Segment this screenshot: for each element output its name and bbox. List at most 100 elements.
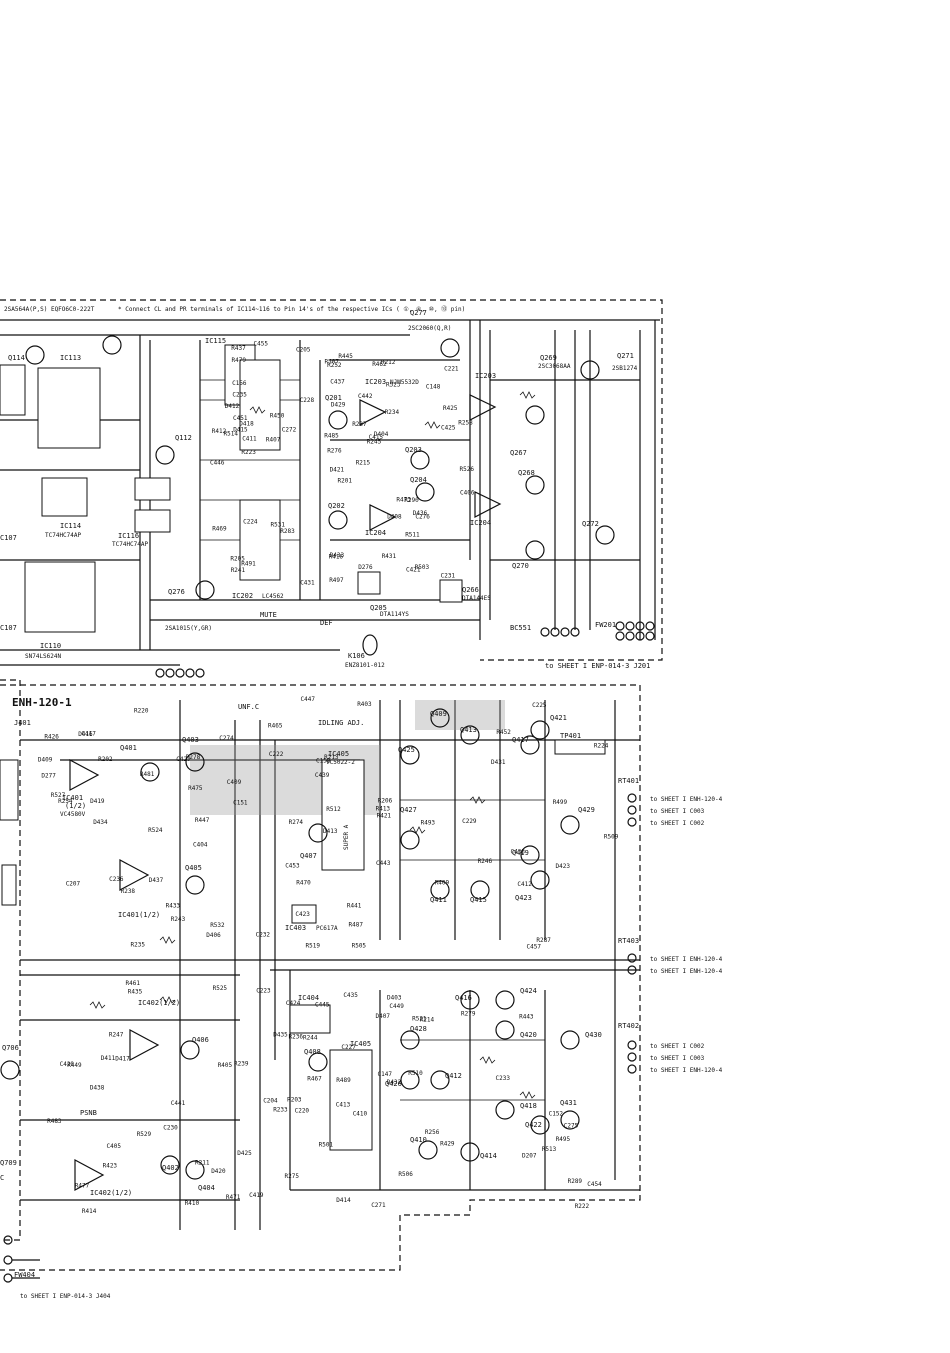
svg-text:Q423: Q423: [515, 894, 532, 902]
svg-text:Q414: Q414: [480, 1152, 497, 1160]
component-ref: C411: [242, 436, 257, 443]
svg-text:Q205: Q205: [370, 604, 387, 612]
svg-text:Q421: Q421: [550, 714, 567, 722]
transistors-upper: Q114 Q112 Q201 Q202 Q203 Q204 Q277 2SC20…: [8, 309, 638, 632]
component-ref: R489: [336, 1077, 351, 1084]
component-ref: R283: [280, 528, 295, 535]
rt402-ref-2: to SHEET I C003: [650, 1055, 705, 1062]
component-ref: C449: [389, 1003, 404, 1010]
svg-text:Q429: Q429: [578, 806, 595, 814]
left-edge-board: C107 C107 C: [0, 364, 26, 1182]
component-ref: C431: [300, 580, 315, 587]
svg-text:Q271: Q271: [617, 352, 634, 360]
svg-text:Q112: Q112: [175, 434, 192, 442]
component-ref: R467: [307, 1075, 322, 1082]
component-ref: C421: [406, 567, 421, 574]
component-ref: C439: [315, 772, 330, 779]
component-ref: C272: [282, 426, 297, 433]
rt401-label: RT401: [618, 777, 639, 785]
component-ref: C417: [81, 730, 96, 737]
component-ref: R279: [461, 1010, 476, 1017]
svg-text:IC113: IC113: [60, 354, 81, 362]
component-ref: C156: [232, 380, 247, 387]
component-ref: C235: [232, 392, 247, 399]
component-ref: D423: [556, 863, 571, 870]
component-ref: D403: [387, 995, 402, 1002]
component-ref: R403: [357, 701, 372, 708]
component-ref: R521: [412, 1015, 427, 1022]
component-ref: R235: [131, 941, 146, 948]
lower-board-frame: [0, 684, 641, 1271]
svg-text:IC203: IC203: [365, 378, 386, 386]
svg-text:2SC3068AA: 2SC3068AA: [538, 363, 571, 370]
component-ref: R469: [212, 525, 227, 532]
ic-blocks-lower: IC405 VC5022-2 SUPER A IC403 PC617A IC40…: [285, 750, 373, 1151]
svg-text:IC403: IC403: [285, 924, 306, 932]
component-ref: R202: [98, 756, 113, 763]
k106-relay: [362, 634, 378, 656]
component-ref: C148: [426, 384, 441, 391]
component-ref: C231: [441, 572, 456, 579]
component-ref: R507: [325, 359, 340, 366]
component-ref: C437: [330, 378, 345, 385]
component-ref: R409: [435, 879, 450, 886]
svg-text:IC402(1/2): IC402(1/2): [90, 1189, 132, 1197]
component-ref: D436: [413, 510, 428, 517]
component-ref: R449: [67, 1062, 82, 1069]
component-ref: R499: [553, 799, 568, 806]
component-ref: C158: [316, 758, 331, 765]
component-ref: R212: [381, 359, 396, 366]
sheet-ref-j404: to SHEET I ENP-014-3 J404: [20, 1293, 111, 1300]
component-ref: R443: [519, 1014, 534, 1021]
svg-text:2SC2060(Q,R): 2SC2060(Q,R): [408, 325, 451, 332]
component-ref: R473: [396, 497, 411, 504]
component-ref: C447: [301, 696, 316, 703]
connector-fw201: [615, 621, 655, 641]
rt402-ref-3: to SHEET I ENH-120-4: [650, 1067, 723, 1074]
svg-text:Q277: Q277: [410, 309, 427, 317]
svg-text:Q430: Q430: [585, 1031, 602, 1039]
component-ref: R431: [382, 553, 397, 560]
component-ref: R524: [148, 827, 163, 834]
component-ref: C425: [441, 424, 456, 431]
opamps-upper: [359, 394, 502, 531]
component-ref: R278: [186, 754, 201, 761]
component-ref: C147: [378, 1071, 393, 1078]
component-ref: C207: [66, 880, 81, 887]
component-ref: R452: [496, 729, 511, 736]
component-ref: C409: [227, 779, 242, 786]
component-ref: D415: [233, 426, 248, 433]
svg-text:IC401(1/2): IC401(1/2): [118, 911, 160, 919]
svg-text:DTA144ES: DTA144ES: [462, 595, 491, 602]
component-ref: R414: [82, 1208, 97, 1215]
component-ref: R211: [195, 1160, 210, 1167]
svg-text:IC401: IC401: [62, 794, 83, 802]
component-ref: D408: [387, 513, 402, 520]
svg-text:IC115: IC115: [205, 337, 226, 345]
svg-text:Q401: Q401: [120, 744, 137, 752]
svg-text:Q402: Q402: [162, 1164, 179, 1172]
svg-text:Q404: Q404: [198, 1184, 215, 1192]
component-ref: C275: [564, 1122, 579, 1129]
component-ref: R529: [137, 1131, 152, 1138]
component-ref: R246: [478, 858, 493, 865]
component-ref: C223: [256, 987, 271, 994]
svg-text:C: C: [0, 1174, 4, 1182]
lower-wiring: [20, 700, 640, 1230]
component-ref: C445: [315, 1001, 330, 1008]
svg-text:Q114: Q114: [8, 354, 25, 362]
component-ref: R475: [188, 785, 203, 792]
resistor-symbols: [89, 391, 536, 1099]
unfc-label: UNF.C: [238, 703, 259, 711]
component-ref: R445: [338, 353, 353, 360]
board-title: ENH-120-1: [12, 696, 72, 709]
svg-text:VC4580V: VC4580V: [60, 811, 86, 818]
component-ref: D432: [387, 1079, 402, 1086]
component-ref: R483: [47, 1118, 62, 1125]
component-ref: C441: [171, 1100, 186, 1107]
component-ref: R290: [404, 497, 419, 504]
svg-text:Q706: Q706: [2, 1044, 19, 1052]
component-ref: C429: [60, 1061, 75, 1068]
component-ref: D411: [101, 1055, 116, 1062]
component-ref: C236: [109, 876, 124, 883]
